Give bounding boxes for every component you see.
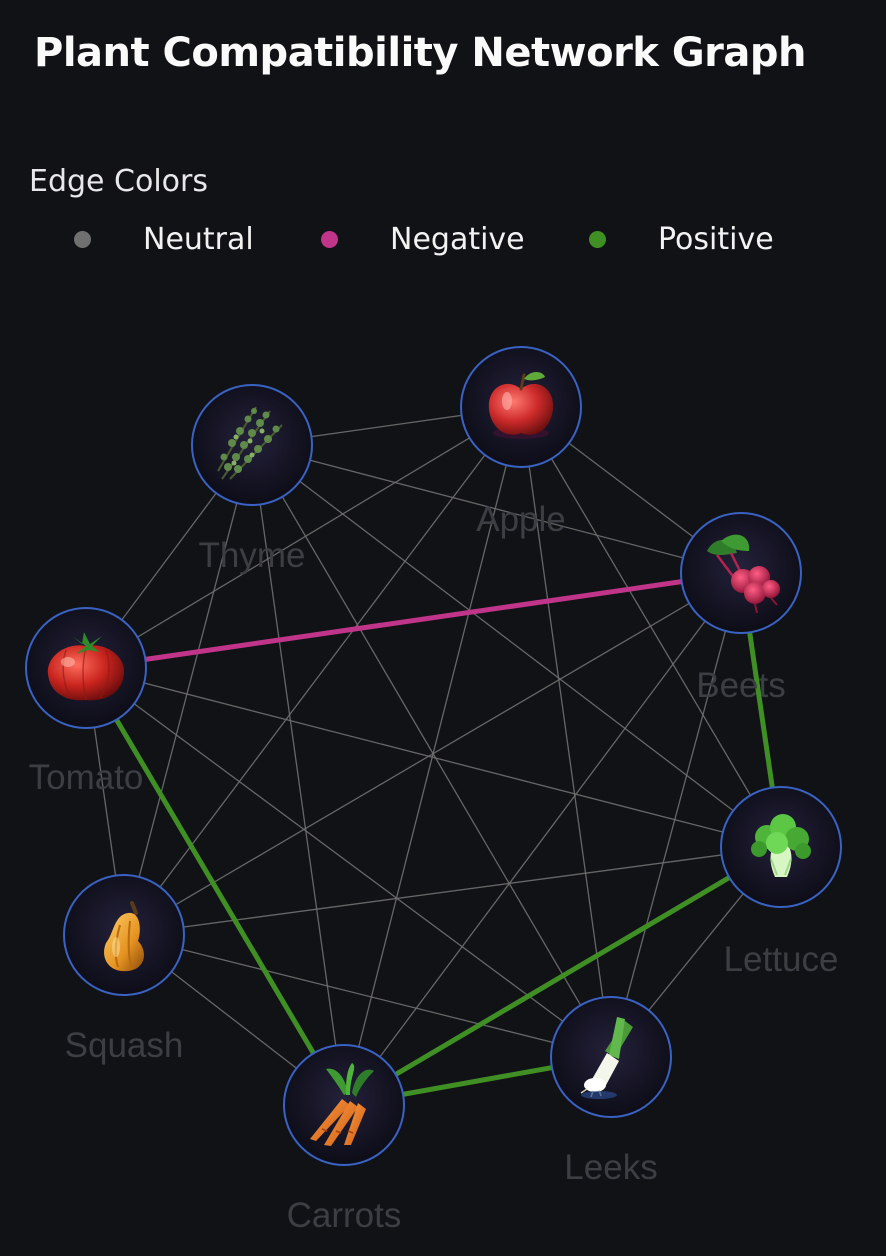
squash-icon (104, 901, 144, 972)
nodes-layer (25, 346, 842, 1166)
edges-layer (83, 406, 784, 1108)
node-lettuce[interactable] (720, 786, 842, 908)
legend-label-neutral: Neutral (143, 222, 254, 257)
thyme-icon (217, 406, 283, 480)
carrots-icon (310, 1063, 374, 1146)
edge-thyme-squash-neutral (123, 444, 253, 936)
edge-apple-tomato-neutral (85, 406, 522, 669)
edge-beets-squash-neutral (123, 572, 742, 936)
edge-apple-squash-neutral (123, 406, 522, 936)
positive-dot-icon (589, 231, 606, 248)
edge-apple-carrots-neutral (343, 406, 522, 1106)
legend-title: Edge Colors (29, 164, 208, 199)
node-label-beets: Beets (696, 666, 786, 705)
edge-color-legend: Edge Colors Neutral Negative Positive (29, 164, 849, 274)
edge-beets-carrots-neutral (343, 572, 742, 1106)
node-label-squash: Squash (65, 1026, 184, 1065)
node-squash[interactable] (63, 874, 185, 996)
legend-label-positive: Positive (658, 222, 774, 257)
edge-thyme-lettuce-neutral (251, 444, 782, 848)
node-apple[interactable] (460, 346, 582, 468)
edge-apple-leeks-neutral (520, 406, 612, 1058)
leeks-icon (580, 1017, 633, 1099)
page-title: Plant Compatibility Network Graph (34, 30, 806, 76)
lettuce-icon (751, 814, 811, 877)
edge-beets-leeks-neutral (610, 572, 742, 1058)
beets-icon (707, 534, 780, 614)
edge-lettuce-squash-neutral (123, 846, 782, 936)
edge-leeks-tomato-neutral (85, 667, 612, 1058)
node-beets[interactable] (680, 512, 802, 634)
edge-leeks-squash-neutral (123, 934, 612, 1058)
edge-thyme-leeks-neutral (251, 444, 612, 1058)
edge-lettuce-carrots-positive (341, 844, 784, 1108)
tomato-icon (47, 632, 125, 701)
node-label-tomato: Tomato (29, 758, 144, 797)
edge-thyme-beets-neutral (251, 444, 742, 574)
neutral-dot-icon (74, 231, 91, 248)
node-leeks[interactable] (550, 996, 672, 1118)
node-circle-thyme (191, 384, 313, 506)
node-label-thyme: Thyme (199, 536, 306, 575)
legend-label-negative: Negative (390, 222, 525, 257)
edge-tomato-carrots-positive (83, 665, 347, 1108)
node-tomato[interactable] (25, 607, 147, 729)
edge-apple-lettuce-neutral (520, 406, 782, 848)
node-label-lettuce: Lettuce (724, 940, 839, 979)
edge-tomato-beets-negative (83, 570, 744, 671)
node-label-carrots: Carrots (287, 1196, 402, 1235)
node-thyme[interactable] (191, 384, 313, 506)
node-label-leeks: Leeks (564, 1148, 657, 1187)
negative-dot-icon (321, 231, 338, 248)
node-carrots[interactable] (283, 1044, 405, 1166)
node-label-apple: Apple (476, 500, 566, 539)
edge-thyme-carrots-neutral (251, 444, 345, 1106)
apple-icon (488, 372, 554, 439)
edge-lettuce-tomato-neutral (85, 667, 782, 848)
